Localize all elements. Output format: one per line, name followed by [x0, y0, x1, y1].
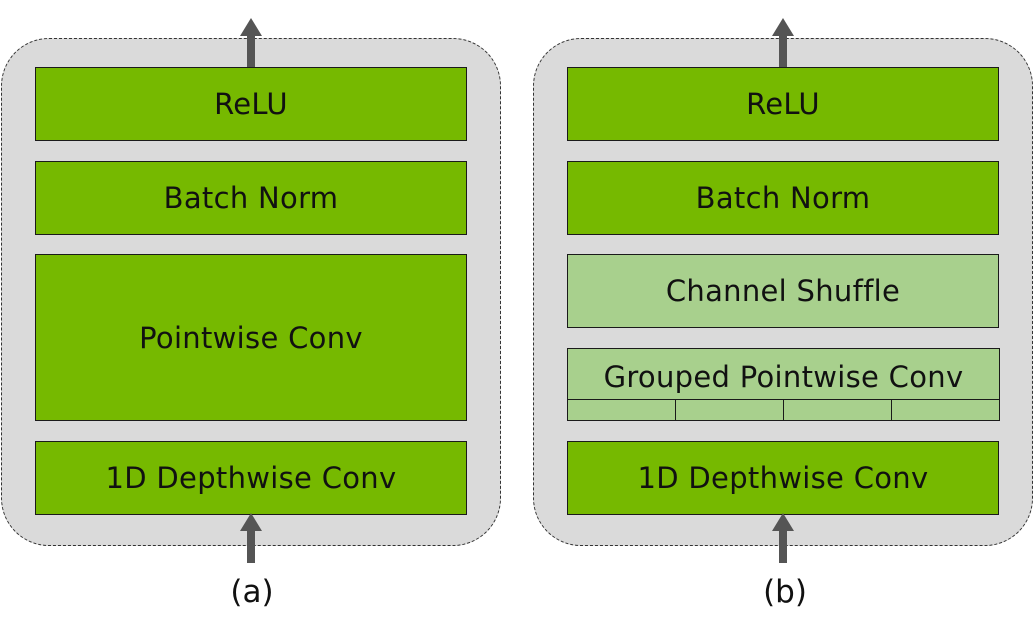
group-cell [892, 400, 999, 420]
depthwise-conv-label: 1D Depthwise Conv [637, 461, 929, 495]
depthwise-conv-block: 1D Depthwise Conv [567, 441, 999, 515]
pointwise-conv-block: Pointwise Conv [35, 254, 467, 421]
batch-norm-block: Batch Norm [567, 161, 999, 235]
output-arrow-icon [240, 18, 262, 68]
batch-norm-label: Batch Norm [695, 181, 871, 215]
pointwise-conv-label: Pointwise Conv [139, 320, 363, 355]
input-arrow-icon [240, 513, 262, 563]
grouped-pointwise-conv-label: Grouped Pointwise Conv [603, 359, 964, 394]
group-cell [676, 400, 784, 420]
caption-b: (b) [763, 574, 807, 610]
batch-norm-block: Batch Norm [35, 161, 467, 235]
relu-block: ReLU [35, 67, 467, 141]
output-arrow-icon [772, 18, 794, 68]
channel-shuffle-label: Channel Shuffle [665, 274, 901, 308]
batch-norm-label: Batch Norm [163, 181, 339, 215]
depthwise-conv-label: 1D Depthwise Conv [105, 461, 397, 495]
caption-a: (a) [230, 574, 274, 610]
relu-label: ReLU [214, 87, 288, 121]
input-arrow-icon [772, 513, 794, 563]
group-cell [784, 400, 892, 420]
grouped-pointwise-conv-block: Grouped Pointwise Conv [567, 348, 1000, 421]
relu-block: ReLU [567, 67, 999, 141]
group-cell [568, 400, 676, 420]
channel-shuffle-block: Channel Shuffle [567, 254, 999, 328]
relu-label: ReLU [746, 87, 820, 121]
depthwise-conv-block: 1D Depthwise Conv [35, 441, 467, 515]
group-strip [568, 399, 999, 420]
